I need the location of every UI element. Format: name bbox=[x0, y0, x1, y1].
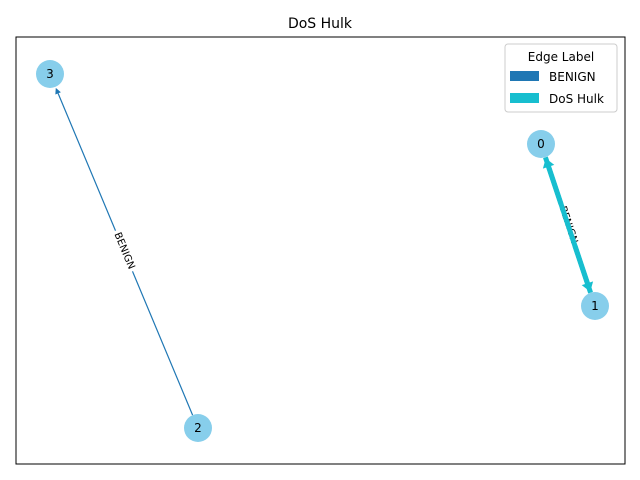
node-0: 0 bbox=[527, 130, 555, 158]
edge-label: BENIGN bbox=[109, 228, 139, 274]
plot-frame bbox=[15, 36, 626, 465]
svg-text:BENIGN: BENIGN bbox=[111, 231, 136, 271]
svg-text:0: 0 bbox=[537, 137, 545, 151]
legend-label-benign: BENIGN bbox=[549, 70, 596, 84]
legend: Edge Label BENIGN DoS Hulk bbox=[504, 43, 618, 113]
svg-text:3: 3 bbox=[46, 67, 54, 81]
legend-title: Edge Label bbox=[528, 50, 594, 64]
nodes-layer: 0 1 2 3 bbox=[36, 60, 609, 442]
node-1: 1 bbox=[581, 292, 609, 320]
legend-label-dos-hulk: DoS Hulk bbox=[549, 92, 604, 106]
legend-swatch-dos-hulk bbox=[510, 93, 539, 103]
diagram-title: DoS Hulk bbox=[288, 16, 353, 32]
svg-text:1: 1 bbox=[591, 299, 599, 313]
edges-layer: BENIGNBENIGN bbox=[55, 87, 594, 416]
svg-text:2: 2 bbox=[194, 421, 202, 435]
node-3: 3 bbox=[36, 60, 64, 88]
legend-swatch-benign bbox=[510, 71, 539, 81]
edge-1-0 bbox=[542, 158, 593, 294]
node-2: 2 bbox=[184, 414, 212, 442]
